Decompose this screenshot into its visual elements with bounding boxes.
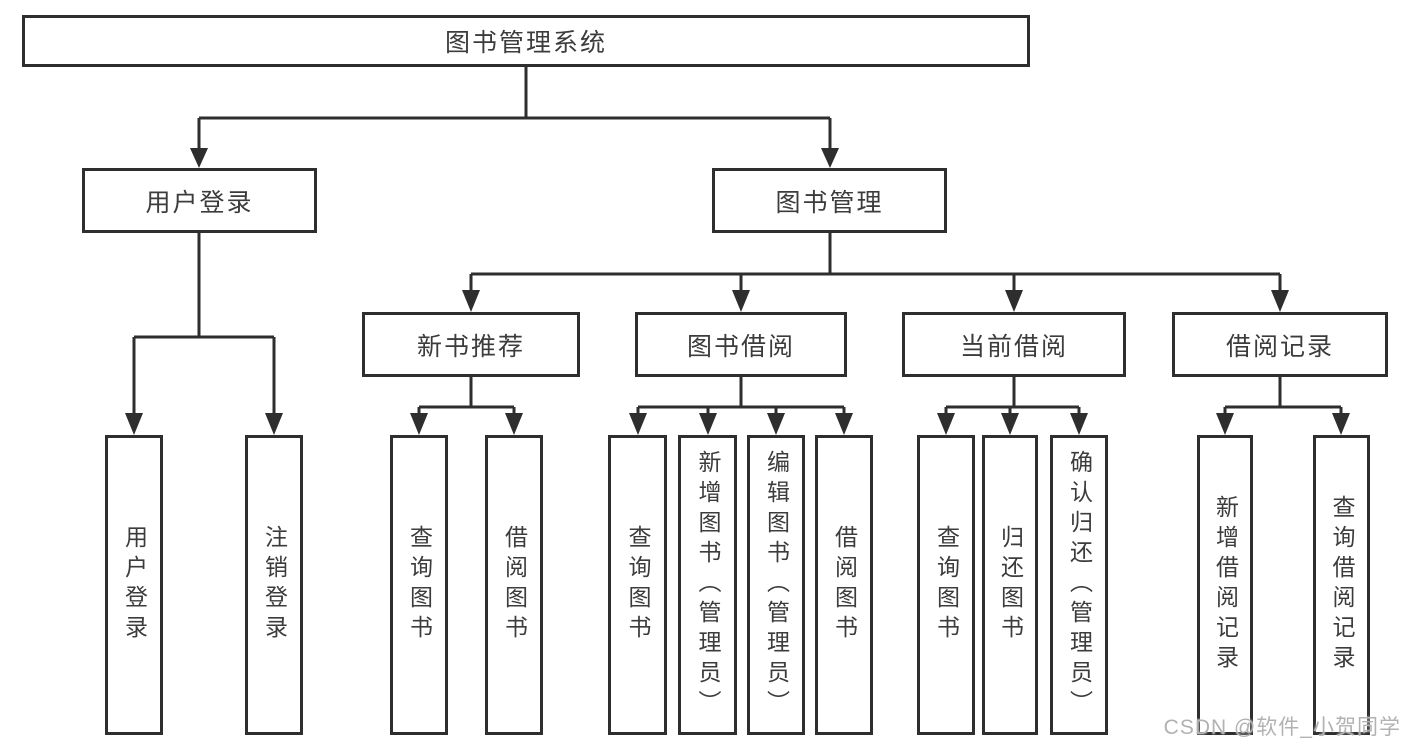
arrowhead	[1005, 290, 1023, 312]
leaf-query-borrow-record: 查询借阅记录	[1313, 435, 1370, 735]
leaf-query-book-borrow: 查询图书	[608, 435, 667, 735]
arrowhead	[1001, 413, 1019, 435]
node-current-borrow: 当前借阅	[902, 312, 1126, 377]
arrowhead	[732, 290, 750, 312]
leaf-query-book-recommend: 查询图书	[390, 435, 448, 735]
leaf-add-book-admin: 新增图书（管理员）	[678, 435, 737, 735]
leaf-add-borrow-record: 新增借阅记录	[1197, 435, 1253, 735]
node-library-system: 图书管理系统	[22, 15, 1030, 67]
leaf-query-book-current: 查询图书	[917, 435, 975, 735]
arrowhead	[505, 413, 523, 435]
arrowhead	[699, 413, 717, 435]
arrowhead	[462, 290, 480, 312]
leaf-confirm-return-admin: 确认归还（管理员）	[1050, 435, 1108, 735]
arrowhead	[1216, 413, 1234, 435]
node-user-login: 用户登录	[82, 168, 317, 233]
node-book-management: 图书管理	[712, 168, 947, 233]
node-book-borrow: 图书借阅	[635, 312, 847, 377]
arrowhead	[265, 413, 283, 435]
arrowhead	[937, 413, 955, 435]
arrowhead	[190, 148, 208, 168]
node-new-book-recommend: 新书推荐	[362, 312, 580, 377]
leaf-edit-book-admin: 编辑图书（管理员）	[747, 435, 805, 735]
node-borrow-records: 借阅记录	[1172, 312, 1388, 377]
arrowhead	[1070, 413, 1088, 435]
arrowhead	[821, 148, 839, 168]
leaf-borrow-book: 借阅图书	[815, 435, 873, 735]
arrowhead	[1332, 413, 1350, 435]
leaf-user-login: 用户登录	[105, 435, 163, 735]
arrowhead	[629, 413, 647, 435]
arrowhead	[125, 413, 143, 435]
leaf-borrow-book-recommend: 借阅图书	[485, 435, 543, 735]
arrowhead	[1271, 290, 1289, 312]
leaf-return-book: 归还图书	[982, 435, 1038, 735]
arrowhead	[767, 413, 785, 435]
arrowhead	[410, 413, 428, 435]
leaf-logout: 注销登录	[245, 435, 303, 735]
csdn-watermark: CSDN @软件_小贺同学	[1163, 716, 1401, 739]
arrowhead	[835, 413, 853, 435]
